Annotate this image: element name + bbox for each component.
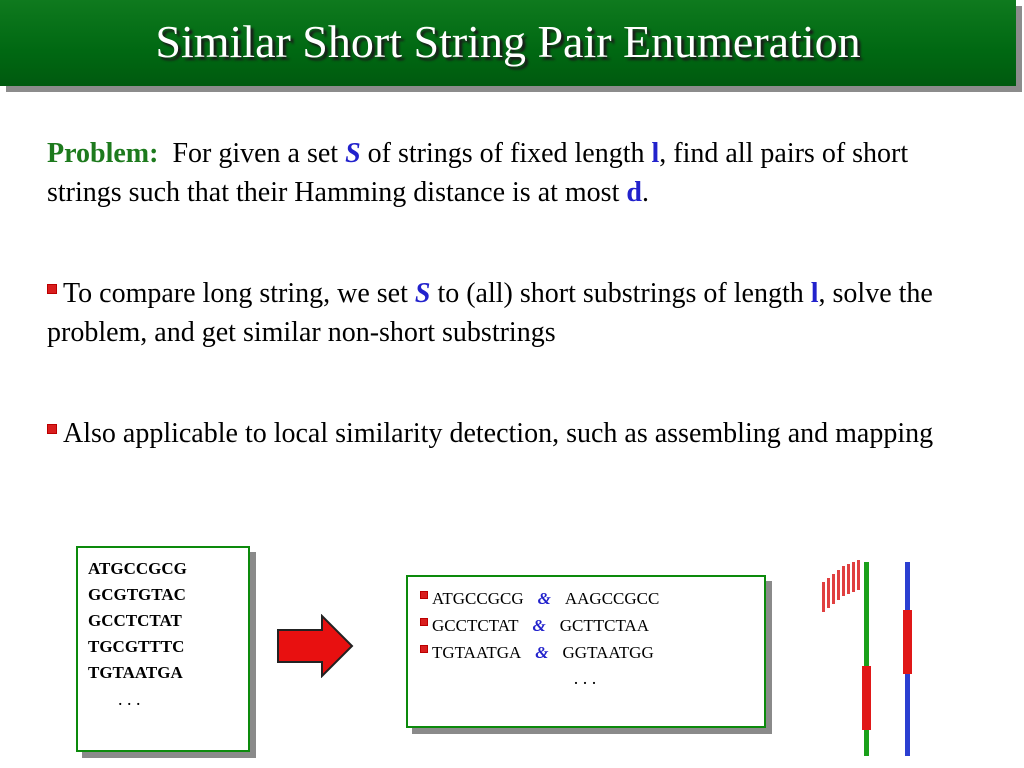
bullet-1-text-3: , solve the problem, and get similar non…: [47, 278, 933, 348]
pair-string-a: TGTAATGA: [432, 643, 522, 662]
variable-d: d: [626, 177, 642, 208]
bullet-paragraph-1: To compare long string, we set S to (all…: [47, 274, 987, 352]
pair-ampersand: &: [535, 643, 549, 662]
similar-pairs-box: ATGCCGCG&AAGCCGCC GCCTCTAT&GCTTCTAA TGTA…: [406, 575, 766, 728]
ellipsis: . . .: [118, 689, 141, 709]
bullet-2-text: Also applicable to local similarity dete…: [63, 418, 934, 449]
input-strings-box: ATGCCGCG GCGTGTAC GCCTCTAT TGCGTTTC TGTA…: [76, 546, 250, 752]
pair-string-a: GCCTCTAT: [432, 616, 519, 635]
square-bullet-icon: [47, 424, 57, 434]
slide-title: Similar Short String Pair Enumeration: [155, 16, 861, 67]
variable-s: S: [414, 278, 431, 309]
list-item: ATGCCGCG&AAGCCGCC: [420, 585, 760, 612]
problem-text-3: , find all pairs of short strings such t…: [47, 138, 909, 208]
bullet-1-text-1: To compare long string, we set: [63, 278, 408, 309]
list-item: ATGCCGCG: [88, 559, 187, 578]
list-item: TGCGTTTC: [88, 637, 185, 656]
pair-string-b: GCTTCTAA: [559, 616, 650, 635]
right-arrow-icon: [277, 614, 354, 678]
pair-list: ATGCCGCG&AAGCCGCC GCCTCTAT&GCTTCTAA TGTA…: [420, 585, 760, 690]
list-item: TGTAATGA: [88, 663, 183, 682]
list-item: GCCTCTAT&GCTTCTAA: [420, 612, 760, 639]
bullet-1-text-2: to (all) short substrings of length: [437, 278, 804, 309]
variable-l: l: [810, 278, 819, 309]
title-bar: Similar Short String Pair Enumeration: [0, 0, 1016, 86]
problem-label: Problem:: [47, 138, 159, 169]
input-string-list: ATGCCGCG GCGTGTAC GCCTCTAT TGCGTTTC TGTA…: [88, 556, 187, 712]
list-item: GCCTCTAT: [88, 611, 182, 630]
square-bullet-icon: [420, 591, 428, 599]
square-bullet-icon: [420, 645, 428, 653]
sequence-alignment-diagram-icon: [822, 560, 912, 756]
square-bullet-icon: [420, 618, 428, 626]
pair-string-a: ATGCCGCG: [432, 589, 524, 608]
pair-string-b: AAGCCGCC: [564, 589, 660, 608]
problem-text-2: of strings of fixed length: [367, 138, 645, 169]
pair-ampersand: &: [537, 589, 551, 608]
pair-ampersand: &: [532, 616, 546, 635]
problem-text-4: .: [641, 177, 649, 208]
problem-paragraph: Problem: For given a set S of strings of…: [47, 134, 987, 212]
pair-string-b: GGTAATGG: [562, 643, 654, 662]
variable-s: S: [345, 138, 361, 169]
variable-l: l: [651, 138, 660, 169]
list-item: TGTAATGA&GGTAATGG: [420, 639, 760, 666]
square-bullet-icon: [47, 284, 57, 294]
problem-text-1: For given a set: [172, 138, 339, 169]
ellipsis: . . .: [573, 668, 597, 688]
list-item: GCGTGTAC: [88, 585, 186, 604]
bullet-paragraph-2: Also applicable to local similarity dete…: [47, 414, 987, 453]
